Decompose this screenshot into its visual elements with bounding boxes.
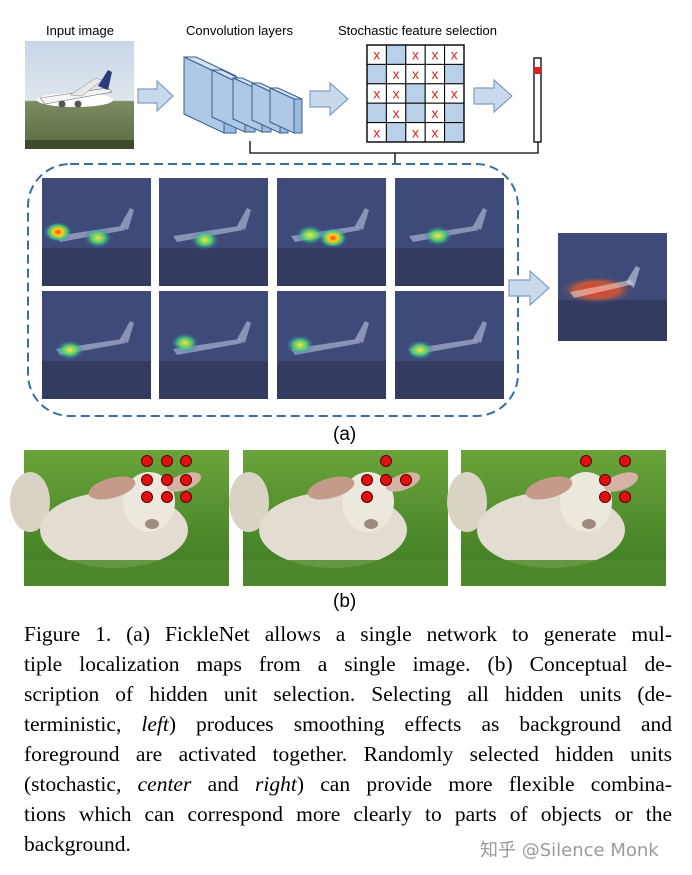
grid-cell [385,44,407,65]
figure-caption: Figure 1. (a) FickleNet allows a single … [24,619,672,859]
selected-unit-dot [619,455,631,467]
caption-line-5: foreground are activated together. Rando… [24,742,672,766]
conv-layers-header: Convolution layers [186,23,293,38]
grid-cell [444,102,465,124]
activated-class-marker [534,67,541,74]
dropped-unit-mark: x [431,66,438,82]
caption-line-7: tions which can correspond more clearly … [24,802,672,826]
dropped-unit-mark: x [451,86,458,102]
localization-map-tile [277,178,386,286]
figure-b-label: (b) [333,591,357,612]
dropped-unit-mark: x [373,124,380,140]
selected-unit-dot [599,474,611,486]
grid-cell [385,122,407,143]
caption-line-3: scription of hidden unit selection. Sele… [24,682,672,706]
lamb-panel [10,450,229,586]
output-vector [533,57,542,143]
dropped-unit-mark: x [412,66,419,82]
dropped-unit-mark: x [393,86,400,102]
selected-unit-dot [161,474,173,486]
grid-cell [405,83,426,104]
dropped-unit-mark: x [373,86,380,102]
figure-a-label: (a) [333,424,357,445]
dropped-unit-mark: x [451,47,458,63]
grid-cell [444,63,465,85]
selected-unit-dot [141,455,153,467]
localization-map-tile [42,178,151,286]
dropped-unit-mark: x [431,105,438,121]
selected-unit-dot [161,455,173,467]
selected-unit-dot [380,455,392,467]
selected-unit-dot [161,491,173,503]
arrow-to-aggregate-icon [508,269,550,307]
watermark: 知乎 @Silence Monk [480,840,659,861]
arrow-to-output-icon [473,78,513,114]
selected-unit-dot [180,455,192,467]
caption-line-4: terministic, left) produces smoothing ef… [24,712,673,736]
caption-line-6: (stochastic, center and right) can provi… [24,772,672,796]
dropped-unit-mark: x [373,47,380,63]
connector-bracket [249,141,539,163]
selected-unit-dot [180,474,192,486]
lamb-panel [447,450,666,586]
dropped-unit-mark: x [431,47,438,63]
caption-line-8: background. [24,832,131,856]
lamb-panel [229,450,448,586]
selected-unit-dot [619,491,631,503]
selected-unit-dot [141,474,153,486]
dropped-unit-mark: x [393,105,400,121]
selected-unit-dot [599,491,611,503]
localization-maps-container [27,163,519,417]
arrow-to-conv-icon [137,79,174,113]
dropped-unit-mark: x [412,47,419,63]
localization-map-tile [42,291,151,399]
arrow-to-selection-icon [309,81,349,117]
selected-unit-dot [380,474,392,486]
localization-map-tile [159,291,268,399]
dropped-unit-mark: x [431,86,438,102]
dropped-unit-mark: x [393,66,400,82]
selected-unit-dot [141,491,153,503]
aggregated-localization-map [558,233,667,341]
localization-map-tile [395,178,504,286]
grid-cell [366,63,387,85]
grid-cell [366,102,387,124]
caption-line-1: Figure 1. (a) FickleNet allows a single … [24,622,672,646]
localization-map-tile [395,291,504,399]
grid-cell [444,122,465,143]
selected-unit-dot [180,491,192,503]
localization-map-tile [159,178,268,286]
dropped-unit-mark: x [412,124,419,140]
heatmap-grid [42,178,504,399]
figure-b-canvas [10,450,666,586]
selected-unit-dot [400,474,412,486]
input-image-header: Input image [46,23,114,38]
input-airplane-image [25,41,134,149]
grid-cell [405,102,426,124]
conv-layer-blocks [183,56,303,134]
localization-map-tile [277,291,386,399]
selected-unit-dot [361,474,373,486]
selected-unit-dot [580,455,592,467]
selected-unit-dot [361,491,373,503]
caption-line-2: tiple localization maps from a single im… [24,652,672,676]
dropped-unit-mark: x [431,124,438,140]
stochastic-selection-header: Stochastic feature selection [338,23,497,38]
